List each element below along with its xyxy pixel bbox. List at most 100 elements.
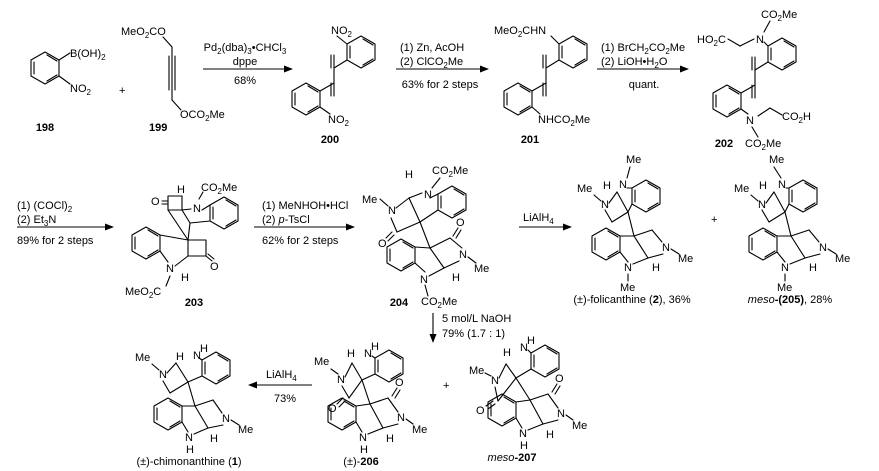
arrow-2-reagent-1: (1) Zn, AcOH: [400, 42, 464, 54]
me-2-right: Me: [678, 253, 693, 265]
arrow-4-reagent-1: (1) (COCl)2: [17, 200, 73, 214]
n-2-top: N: [619, 179, 627, 191]
n-207-top: N: [520, 342, 528, 354]
o-203-top: O: [151, 196, 160, 208]
h-207-bottom: H: [546, 429, 554, 441]
n-204-lactam-top: N: [388, 205, 396, 217]
carbonate-top-label: MeO2CO: [121, 26, 166, 40]
arrow-8-yield: 73%: [274, 393, 296, 405]
h-206-top: H: [347, 348, 355, 360]
ester-204-top: CO2Me: [432, 165, 468, 179]
arrow-7-reagent: 5 mol/L NaOH: [442, 313, 511, 325]
n-1-right: N: [222, 413, 230, 425]
meso-205-label: meso-(205), 28%: [748, 294, 833, 306]
h-203-bottom: H: [181, 272, 189, 284]
carbamate-bottom-label: NHCO2Me: [538, 114, 590, 128]
o-203-bottom: O: [210, 261, 219, 273]
compound-199-label: 199: [149, 122, 167, 134]
compound-199: MeO2CO OCO2Me 199: [121, 26, 225, 134]
n-206-left: N: [337, 374, 345, 386]
o-207-bottom: O: [555, 373, 564, 385]
h-203-top: H: [177, 184, 185, 196]
arrow-8-reagent: LiAlH4: [266, 369, 297, 383]
o-206-top: O: [328, 403, 337, 415]
n-204-bottom: N: [420, 274, 428, 286]
h-204-top: H: [405, 169, 413, 181]
h-205-top: H: [759, 180, 767, 192]
arrow-5-yield: 62% for 2 steps: [262, 235, 339, 247]
ester-203-bottom: MeO2C: [125, 286, 161, 300]
n-206-bottom: N: [359, 432, 367, 444]
me-205-top: Me: [769, 154, 784, 166]
plus-sign: +: [119, 85, 125, 97]
plus-sign-3: +: [443, 380, 449, 392]
h-206-nh: H: [371, 341, 379, 353]
arrow-step-4: (1) (COCl)2 (2) Et3N 89% for 2 steps: [17, 200, 114, 247]
compound-chimonanthine: H N H Me N N Me H N H (±)-chimonanthine …: [135, 343, 253, 468]
h-204-bottom: H: [452, 272, 460, 284]
arrow-step-6: LiAlH4: [519, 212, 572, 231]
nitro-bottom-label: NO2: [328, 114, 350, 128]
arrow-step-3: (1) BrCH2CO2Me (2) LiOH•H2O quant.: [597, 42, 689, 91]
me-207-left: Me: [469, 365, 484, 377]
compound-meso-207: H N H Me N O O N Me H N H meso-207: [469, 335, 587, 464]
n-205-top: N: [778, 179, 786, 191]
arrow-step-7: 5 mol/L NaOH 79% (1.7 : 1): [429, 313, 511, 343]
compound-202: CO2Me N HO2C N CO2H CO2Me 202: [697, 9, 811, 152]
o-204-bottom: O: [456, 217, 465, 229]
me-1-left: Me: [135, 352, 150, 364]
acid-top-label: HO2C: [697, 34, 726, 48]
arrow-5-reagent-1: (1) MeNHOH•HCl: [262, 200, 348, 212]
arrow-3-yield: quant.: [629, 79, 660, 91]
ester-bottom-label: CO2Me: [745, 138, 781, 152]
n-207-right: N: [557, 408, 565, 420]
arrow-step-1: Pd2(dba)3•CHCl3 dppe 68%: [203, 42, 293, 87]
compound-200-label: 200: [321, 134, 339, 146]
n-203-bottom: N: [166, 263, 174, 275]
arrow-1-reagent: Pd2(dba)3•CHCl3: [204, 42, 287, 56]
n-207-bottom: N: [519, 428, 527, 440]
compound-202-label: 202: [715, 138, 733, 150]
n-2-right: N: [662, 242, 670, 254]
arrow-step-2: (1) Zn, AcOH (2) ClCO2Me 63% for 2 steps: [396, 42, 489, 91]
h-205-bottom: H: [809, 262, 817, 274]
carbamate-top-label: MeO2CHN: [494, 25, 546, 39]
n-2-left: N: [601, 199, 609, 211]
compound-201-label: 201: [521, 134, 539, 146]
arrow-1-ligand: dppe: [233, 56, 257, 68]
me-2-bottom: Me: [620, 282, 635, 294]
arrow-3-reagent-1: (1) BrCH2CO2Me: [601, 42, 685, 56]
nitro-top-label: NO2: [331, 25, 353, 39]
h-1-bottom: H: [210, 433, 218, 445]
h-1-nh-bottom: H: [186, 444, 194, 456]
me-204-bottom: Me: [474, 263, 489, 275]
nitro-label: NO2: [70, 83, 92, 97]
me-205-left: Me: [734, 183, 749, 195]
h-207-top: H: [503, 347, 511, 359]
h-2-top: H: [603, 180, 611, 192]
ester-top-label: CO2Me: [761, 9, 797, 23]
arrow-2-yield: 63% for 2 steps: [402, 79, 479, 91]
n-bottom-label: N: [746, 115, 754, 127]
compound-204-label: 204: [390, 297, 409, 309]
boronic-acid-label: B(OH)2: [70, 48, 106, 62]
arrow-2-reagent-2: (2) ClCO2Me: [400, 56, 463, 70]
compound-folicanthine: Me N H Me N N Me H N Me (±)-folicanthine…: [573, 154, 693, 306]
n-203-top: N: [193, 203, 201, 215]
compound-198: B(OH)2 NO2 198: [30, 48, 106, 134]
compound-200: NO2 NO2 200: [291, 25, 376, 146]
folicanthine-label: (±)-folicanthine (2), 36%: [573, 294, 691, 306]
n-1-bottom: N: [185, 432, 193, 444]
me-206-left: Me: [314, 356, 329, 368]
arrow-5-reagent-2: (2) p-TsCl: [262, 214, 310, 226]
n-206-top: N: [364, 348, 372, 360]
n-1-left: N: [159, 369, 167, 381]
n-205-right: N: [819, 242, 827, 254]
arrow-3-reagent-2: (2) LiOH•H2O: [601, 56, 668, 70]
compound-198-label: 198: [36, 122, 54, 134]
compound-203: CO2Me N H O O N H MeO2C 203: [125, 182, 239, 309]
arrow-4-reagent-2: (2) Et3N: [17, 214, 56, 228]
n-207-left: N: [491, 375, 499, 387]
me-205-bottom: Me: [777, 282, 792, 294]
